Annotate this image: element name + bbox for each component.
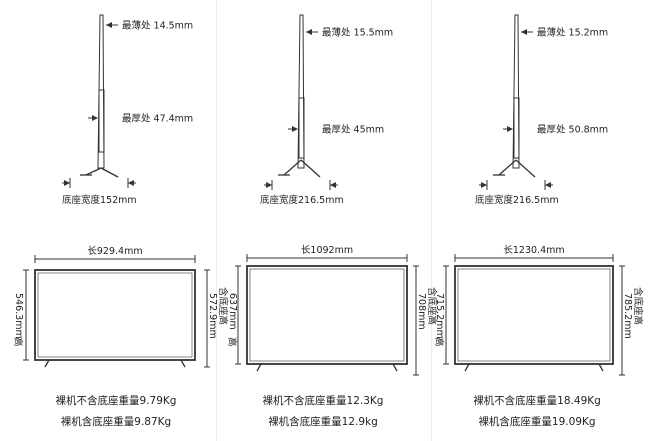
weight-without-base-2: 裸机不含底座重量12.3Kg <box>263 394 384 407</box>
thickest-label-1: 最厚处 47.4mm <box>122 113 193 125</box>
front-screen-1 <box>37 272 193 358</box>
front-foot-right-2 <box>392 363 398 372</box>
thin-arrow-3 <box>521 29 527 35</box>
front-frame-1 <box>34 269 196 361</box>
weight-with-base-2: 裸机含底座重量12.9kg <box>268 415 378 428</box>
stand-leg-back-3 <box>515 159 536 178</box>
front-foot-right-3 <box>598 363 604 372</box>
base-width-arrow-right-1 <box>128 180 134 186</box>
column-divider-2 <box>431 0 432 441</box>
model-3-group: 最薄处 15.2mm 最厚处 50.8mm 底座宽度216.5mm 长1230.4mm… <box>433 14 644 428</box>
base-width-arrow-left-3 <box>481 182 487 188</box>
front-screen-2 <box>249 268 405 362</box>
weight-with-base-1: 裸机含底座重量9.87Kg <box>61 415 171 428</box>
side-back-housing-2 <box>298 97 305 159</box>
thinnest-label-2: 最薄处 15.5mm <box>322 27 393 39</box>
base-width-label-1: 底座宽度152mm <box>62 194 137 206</box>
base-width-arrow-right-3 <box>545 182 551 188</box>
front-foot-left-2 <box>256 363 262 372</box>
thin-arrow-1 <box>106 22 112 28</box>
weights-1: 裸机不含底座重量9.79Kg 裸机含底座重量9.87Kg <box>56 394 177 428</box>
weights-3: 裸机不含底座重量18.49Kg 裸机含底座重量19.09Kg <box>473 394 601 428</box>
side-view-2: 最薄处 15.5mm 最厚处 45mm 底座宽度216.5mm <box>260 14 393 206</box>
with-base-word-2: 含底座高 <box>426 287 438 325</box>
weight-with-base-3: 裸机含底座重量19.09Kg <box>478 415 595 428</box>
front-foot-right-1 <box>180 359 186 368</box>
height-word-2: 高 <box>226 337 238 347</box>
front-screen-3 <box>457 268 611 362</box>
model-2-group: 最薄处 15.5mm 最厚处 45mm 底座宽度216.5mm 长1092mm 637m… <box>226 14 438 428</box>
with-base-height-label-3: 785.2mm <box>622 293 633 339</box>
length-label-1: 长929.4mm <box>87 245 142 257</box>
height-label-3: 715.2mm <box>434 293 445 339</box>
front-frame-2 <box>246 265 408 365</box>
stand-leg-front-2 <box>283 159 302 176</box>
stand-leg-front-1 <box>85 167 102 176</box>
base-width-arrow-left-2 <box>266 182 272 188</box>
weight-without-base-1: 裸机不含底座重量9.79Kg <box>56 394 177 407</box>
side-view-1: 最薄处 14.5mm 最厚处 47.4mm 底座宽度152mm <box>62 14 193 206</box>
height-label-1: 546.3mm <box>13 293 24 339</box>
height-word-1: 高 <box>12 337 24 347</box>
base-width-arrow-left-1 <box>64 180 70 186</box>
thickest-label-3: 最厚处 50.8mm <box>537 124 608 136</box>
height-label-2: 637mm <box>227 293 238 330</box>
weight-without-base-3: 裸机不含底座重量18.49Kg <box>473 394 601 407</box>
side-view-3: 最薄处 15.2mm 最厚处 50.8mm 底座宽度216.5mm <box>475 14 608 206</box>
front-frame-3 <box>454 265 614 365</box>
stand-leg-back-1 <box>100 167 119 178</box>
height-word-3: 高 <box>433 337 445 347</box>
base-width-label-3: 底座宽度216.5mm <box>475 194 559 206</box>
with-base-height-label-1: 572.9mm <box>207 293 218 339</box>
base-width-label-2: 底座宽度216.5mm <box>260 194 344 206</box>
front-foot-left-3 <box>464 363 470 372</box>
thinnest-label-3: 最薄处 15.2mm <box>537 27 608 39</box>
stand-leg-front-3 <box>498 159 517 176</box>
weights-2: 裸机不含底座重量12.3Kg 裸机含底座重量12.9kg <box>263 394 384 428</box>
length-label-3: 长1230.4mm <box>503 244 564 256</box>
length-label-2: 长1092mm <box>301 244 353 256</box>
model-1-group: 最薄处 14.5mm 最厚处 47.4mm 底座宽度152mm 长929.4mm 546… <box>12 14 229 428</box>
thinnest-label-1: 最薄处 14.5mm <box>122 20 193 32</box>
thick-arrow-2 <box>292 126 298 132</box>
front-foot-left-1 <box>44 359 50 368</box>
side-back-housing-3 <box>513 97 520 159</box>
side-back-housing-1 <box>98 89 105 153</box>
with-base-word-3: 含底座高 <box>632 287 644 325</box>
with-base-height-label-2: 708mm <box>416 293 427 330</box>
with-base-word-1: 含底座高 <box>217 287 229 325</box>
column-divider-1 <box>216 0 217 441</box>
thickest-label-2: 最厚处 45mm <box>322 124 384 136</box>
thick-arrow-1 <box>92 115 98 121</box>
thin-arrow-2 <box>306 29 312 35</box>
stand-leg-back-2 <box>300 159 321 178</box>
base-width-arrow-right-2 <box>330 182 336 188</box>
thick-arrow-3 <box>507 126 513 132</box>
